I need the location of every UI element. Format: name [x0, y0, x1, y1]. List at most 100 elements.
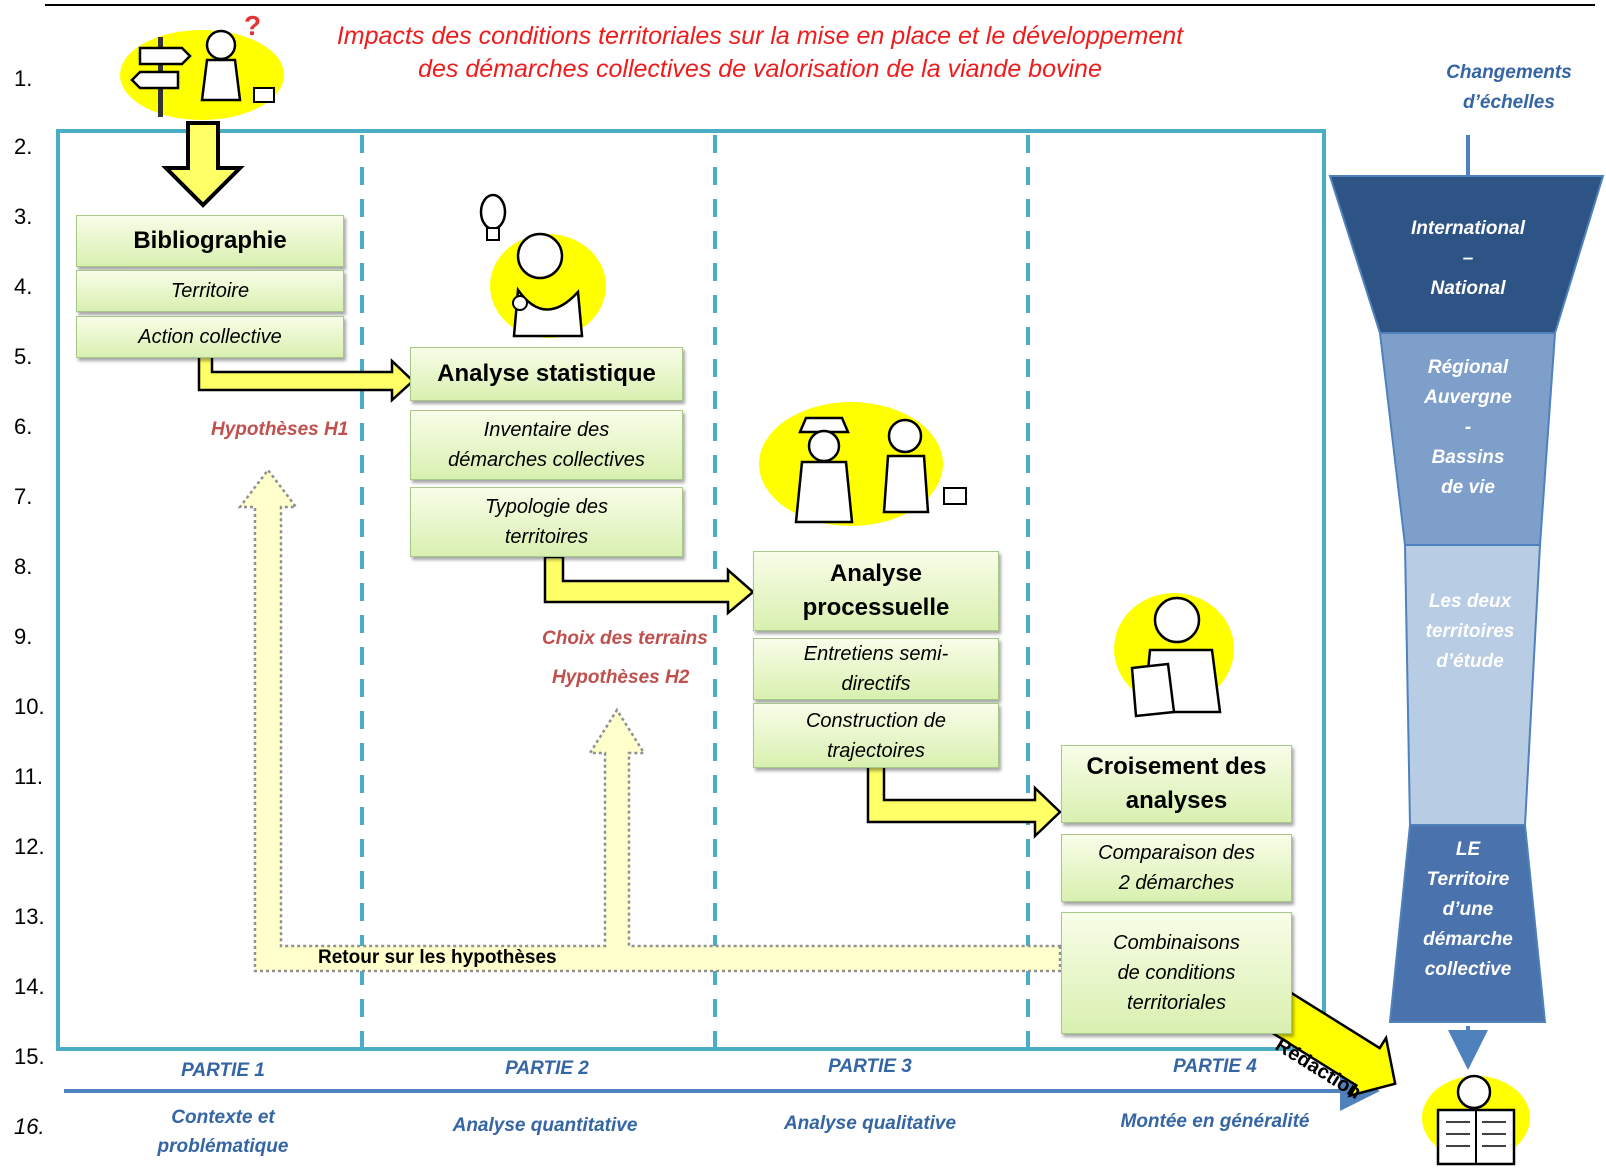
choix-terrains-label: Choix des terrains	[542, 628, 708, 649]
funnel-label-line: –	[1462, 248, 1474, 269]
scale-header-line: Changements	[1446, 62, 1572, 83]
box-label: Croisement des	[1086, 753, 1267, 780]
start-down-arrow	[161, 121, 245, 208]
diagram-title: Impacts des conditions territoriales sur…	[250, 20, 1270, 86]
box-label: analyses	[1125, 787, 1228, 814]
line-number: 15.	[14, 1044, 45, 1069]
part-2-label: PARTIE 2	[505, 1058, 589, 1079]
box-label: territoriales	[1127, 992, 1226, 1014]
box-label: Action collective	[138, 326, 282, 348]
box-construction: Construction de trajectoires	[753, 703, 999, 768]
line-number: 7.	[14, 484, 33, 509]
funnel-label-line: National	[1430, 278, 1506, 299]
line-number: 3.	[14, 204, 33, 229]
box-action-collective: Action collective	[76, 316, 344, 358]
funnel-label-line: -	[1464, 417, 1472, 438]
funnel-label-line: Auvergne	[1424, 387, 1512, 408]
box-label: Territoire	[170, 280, 250, 302]
flow-arrow-stat-to-process	[543, 555, 755, 616]
funnel-label-line: d’étude	[1436, 651, 1504, 672]
box-label: Comparaison des	[1098, 842, 1255, 864]
idea-person-icon	[479, 193, 606, 338]
scale-header-line: d’échelles	[1463, 92, 1555, 113]
part-3-description: Analyse qualitative	[783, 1113, 957, 1134]
part-description-line: Contexte et	[171, 1107, 275, 1128]
box-label: Typologie des	[484, 496, 609, 518]
box-comparaison: Comparaison des 2 démarches	[1061, 834, 1292, 902]
box-label: démarches collectives	[448, 449, 645, 471]
box-territoire: Territoire	[76, 270, 344, 312]
line-number: 1.	[14, 66, 33, 91]
funnel-label-line: Territoire	[1426, 869, 1510, 890]
title-line: des démarches collectives de valorisatio…	[418, 55, 1102, 83]
funnel-label-line: de vie	[1441, 477, 1495, 498]
line-number: 9.	[14, 624, 33, 649]
detectives-icon	[759, 402, 967, 526]
part-4-label: PARTIE 4	[1173, 1056, 1257, 1077]
top-rule	[45, 4, 1595, 6]
funnel-label-line: collective	[1424, 959, 1512, 980]
box-label: territoires	[504, 526, 589, 548]
box-typologie: Typologie des territoires	[410, 487, 683, 557]
part-1-description: Contexte et problématique	[118, 1103, 328, 1161]
box-analyse-statistique: Analyse statistique	[410, 347, 683, 401]
line-number: 16.	[14, 1114, 45, 1139]
flow-arrow-biblio-to-stat	[197, 350, 415, 403]
part-3-label: PARTIE 3	[828, 1056, 912, 1077]
box-label: directifs	[841, 673, 911, 695]
feedback-arrow	[237, 467, 1062, 973]
line-number: 8.	[14, 554, 33, 579]
funnel-label-line: International	[1410, 218, 1525, 239]
box-label: 2 démarches	[1118, 872, 1235, 894]
funnel-label-line: démarche	[1423, 929, 1513, 950]
box-label: Bibliographie	[133, 227, 287, 254]
funnel-label-line: territoires	[1425, 621, 1515, 642]
flow-arrow-process-to-cross	[866, 764, 1062, 839]
box-label: processuelle	[802, 594, 950, 621]
signpost-person-icon: ?	[120, 10, 284, 120]
line-number: 10.	[14, 694, 45, 719]
hypotheses-h1-label: Hypothèses H1	[211, 419, 349, 440]
svg-text:?: ?	[244, 10, 261, 41]
hypotheses-h2-label: Hypothèses H2	[552, 667, 690, 688]
funnel-label-international: International – National	[1380, 214, 1556, 304]
part-2-description: Analyse quantitative	[452, 1115, 638, 1136]
box-inventaire: Inventaire des démarches collectives	[410, 410, 683, 480]
funnel-label-line: Bassins	[1431, 447, 1505, 468]
line-number: 11.	[14, 764, 43, 789]
line-number: 2.	[14, 134, 33, 159]
funnel-label-line: LE	[1455, 839, 1481, 860]
line-number: 12.	[14, 834, 45, 859]
funnel-label-line: d’une	[1442, 899, 1494, 920]
box-entretiens: Entretiens semi- directifs	[753, 638, 999, 700]
part-description-line: problématique	[157, 1136, 289, 1157]
box-label: Analyse	[829, 560, 923, 587]
part-4-description: Montée en généralité	[1120, 1111, 1310, 1132]
newspaper-reader-icon	[1422, 1074, 1530, 1166]
funnel-level-territoire-demarche	[1388, 824, 1547, 1023]
funnel-label-regional: Régional Auvergne - Bassins de vie	[1400, 353, 1536, 503]
line-number: 5.	[14, 344, 33, 369]
retour-hypotheses-label: Retour sur les hypothèses	[318, 947, 557, 968]
box-bibliographie: Bibliographie	[76, 215, 344, 267]
scale-header: Changements d’échelles	[1424, 58, 1594, 118]
line-number: 6.	[14, 414, 33, 439]
box-label: Inventaire des	[483, 419, 610, 441]
line-number: 4.	[14, 274, 33, 299]
title-line: Impacts des conditions territoriales sur…	[336, 22, 1184, 50]
box-label: trajectoires	[827, 739, 925, 762]
box-croisement: Croisement des analyses	[1061, 745, 1292, 823]
box-label: Analyse statistique	[437, 360, 656, 387]
line-number: 13.	[14, 904, 45, 929]
part-1-label: PARTIE 1	[181, 1060, 265, 1081]
box-label: de conditions	[1117, 962, 1236, 984]
funnel-label-territoires: Les deux territoires d’étude	[1405, 587, 1535, 677]
main-frame	[56, 129, 1326, 1051]
box-analyse-processuelle: Analyse processuelle	[753, 551, 999, 631]
box-label: Entretiens semi-	[803, 643, 949, 665]
box-label: Combinaisons	[1113, 932, 1240, 954]
line-number: 14.	[14, 974, 45, 999]
box-label: Construction de	[805, 709, 947, 732]
funnel-label-line: Régional	[1427, 357, 1509, 378]
